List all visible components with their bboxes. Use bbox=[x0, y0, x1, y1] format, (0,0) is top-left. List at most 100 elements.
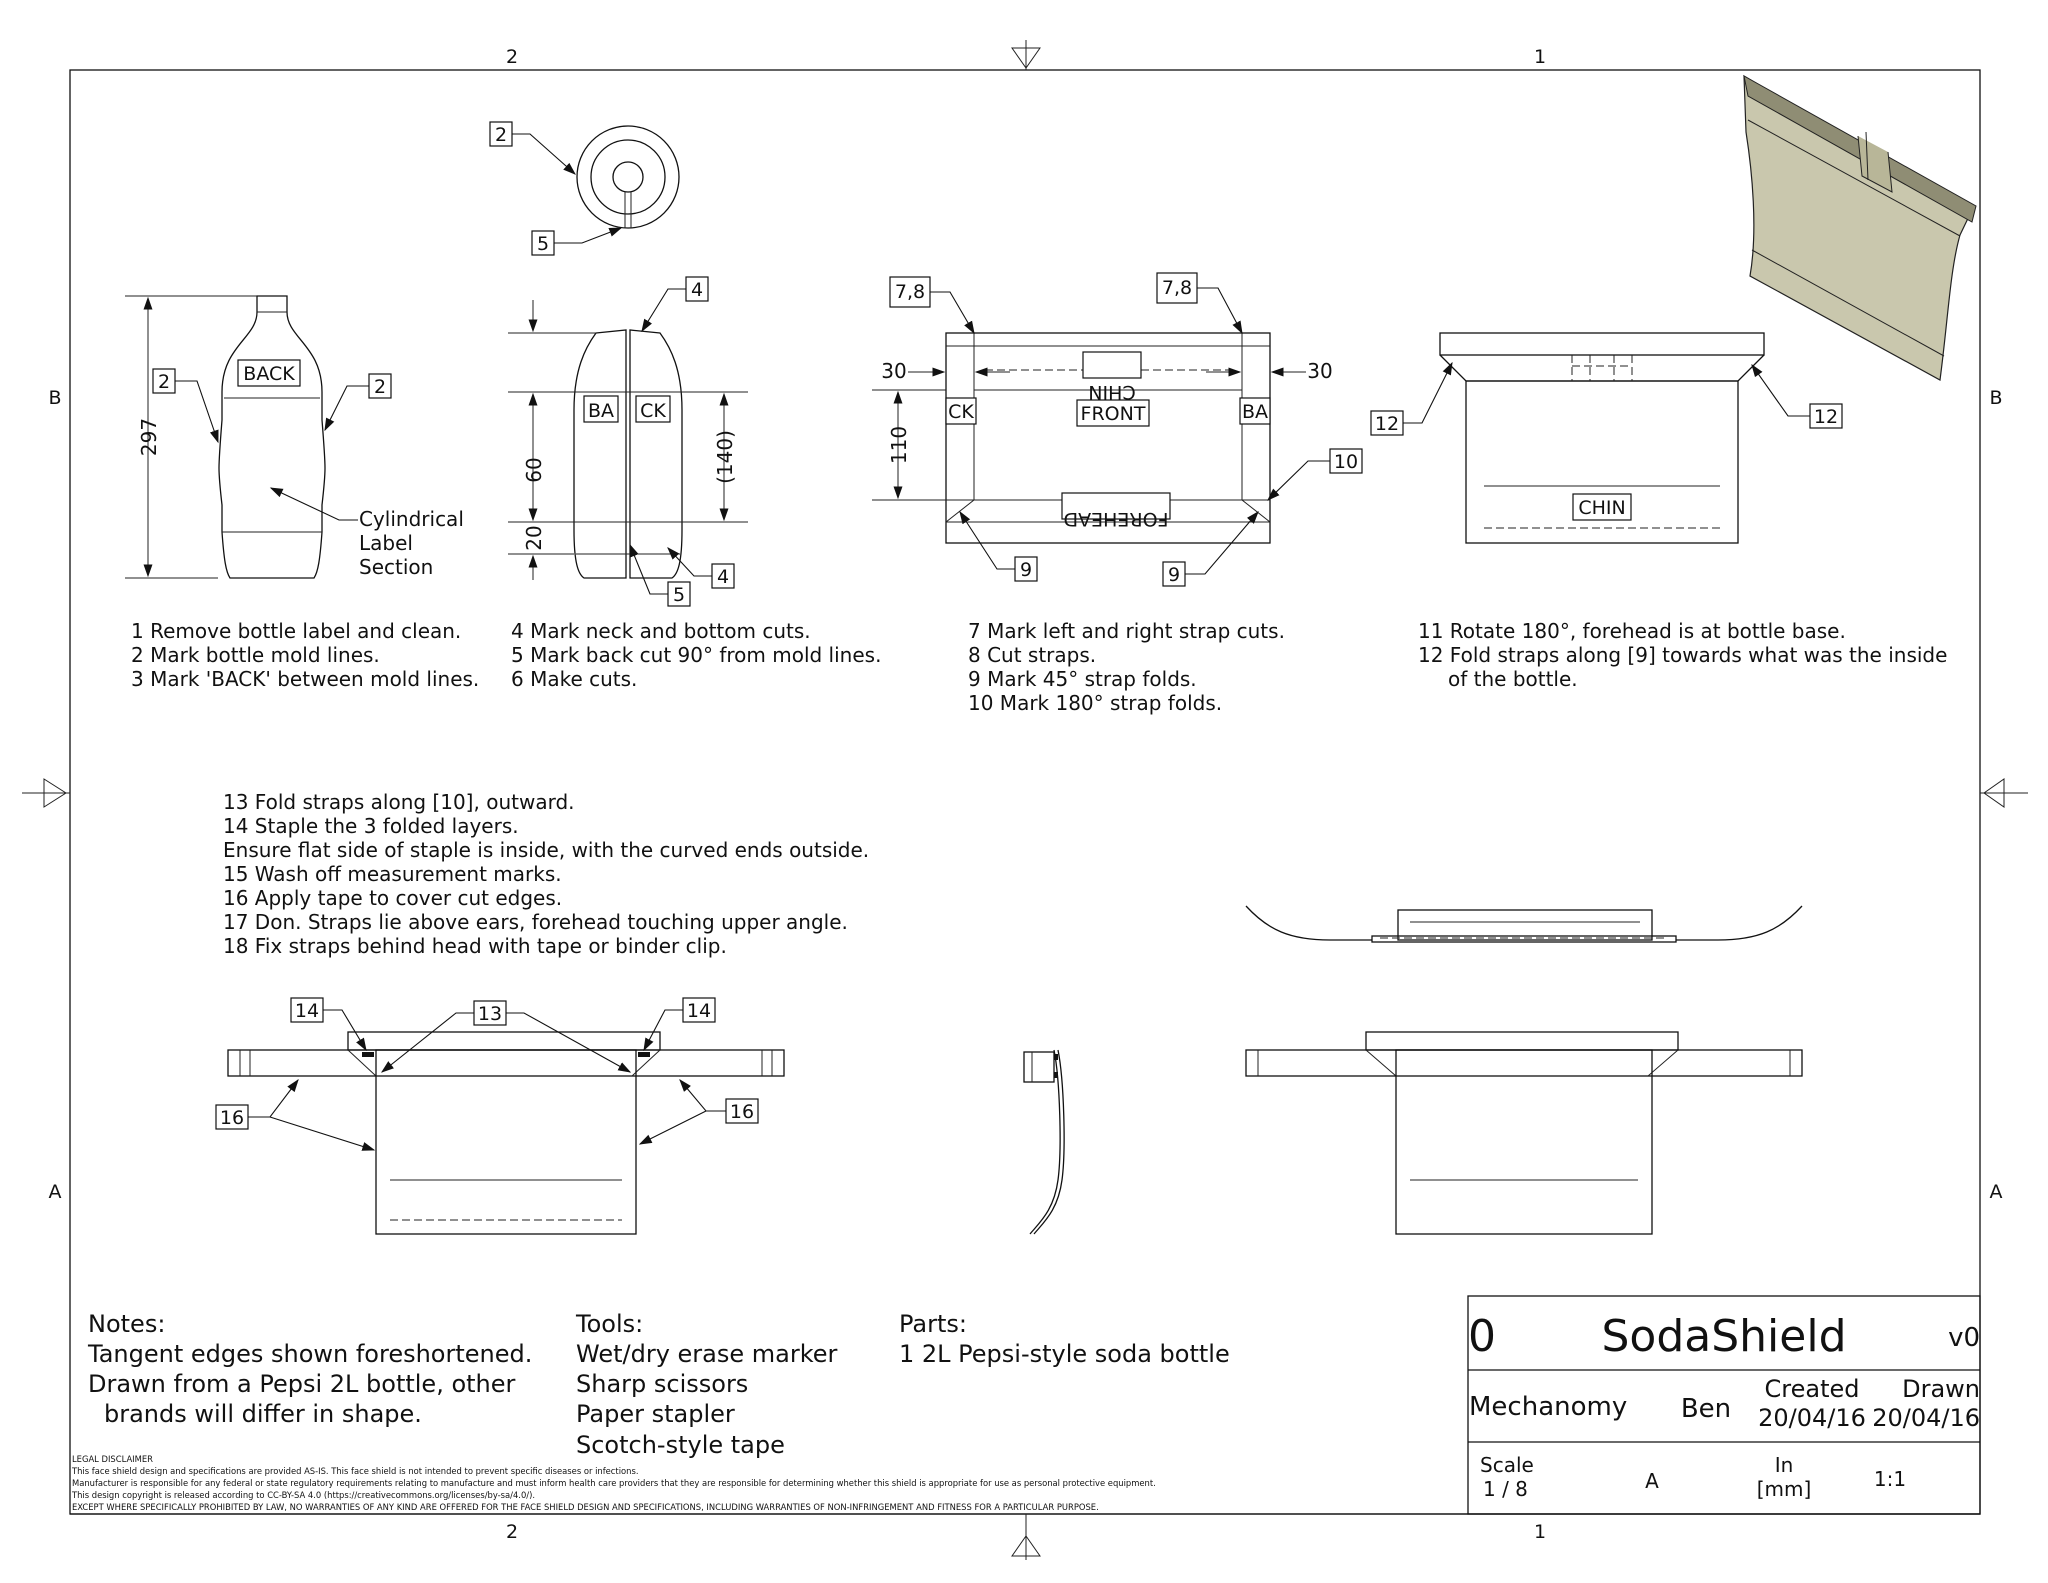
step-12: 12 Fold straps along [9] towards what wa… bbox=[1418, 643, 1947, 667]
assembled-top-view bbox=[1245, 905, 1803, 943]
drawing-number: 0 bbox=[1468, 1311, 1496, 1362]
parts-section: Parts: 1 2L Pepsi-style soda bottle bbox=[899, 1310, 1230, 1368]
step-12-cont: of the bottle. bbox=[1448, 667, 1578, 691]
callout-9-left: 9 bbox=[1020, 559, 1032, 581]
bottle-view: 297 BACK 2 2 Cylindrical Label Section bbox=[125, 295, 464, 579]
step-14: 14 Staple the 3 folded layers. bbox=[223, 814, 519, 838]
callout-2-right: 2 bbox=[374, 376, 386, 398]
step-6: 6 Make cuts. bbox=[511, 667, 637, 691]
ck-label-cylinder: CK bbox=[640, 400, 666, 422]
zone-row-b-left: B bbox=[48, 387, 61, 409]
tools-line-1: Wet/dry erase marker bbox=[576, 1340, 838, 1368]
callout-12-right: 12 bbox=[1814, 406, 1838, 428]
callout-14-right: 14 bbox=[687, 1000, 711, 1022]
step-17: 17 Don. Straps lie above ears, forehead … bbox=[223, 910, 848, 934]
dim-30-right: 30 bbox=[1307, 359, 1332, 383]
disclaimer-line-3: This design copyright is released accord… bbox=[71, 1490, 535, 1500]
drawn-date: 20/04/16 bbox=[1872, 1404, 1980, 1432]
parts-line-1: 1 2L Pepsi-style soda bottle bbox=[899, 1340, 1230, 1368]
callout-16-left: 16 bbox=[220, 1107, 244, 1129]
disclaimer-line-1: This face shield design and specificatio… bbox=[71, 1466, 638, 1476]
centering-mark-top bbox=[1011, 40, 1041, 70]
bottle-outline bbox=[218, 295, 326, 579]
tools-line-2: Sharp scissors bbox=[576, 1370, 748, 1398]
callout-78-left: 7,8 bbox=[895, 281, 925, 303]
callout-16-right: 16 bbox=[730, 1101, 754, 1123]
callout-13: 13 bbox=[478, 1003, 502, 1025]
step-2: 2 Mark bottle mold lines. bbox=[131, 643, 380, 667]
zone-row-a-right: A bbox=[1990, 1181, 2003, 1203]
callout-10: 10 bbox=[1334, 451, 1358, 473]
cylindrical-label-line2: Label bbox=[359, 531, 413, 555]
zone-col-2-bottom: 2 bbox=[506, 1521, 518, 1543]
steps-group-1: 1 Remove bottle label and clean. 2 Mark … bbox=[131, 619, 479, 691]
forehead-label-upside: FOREHEAD bbox=[1063, 508, 1168, 530]
units-line-1: In bbox=[1775, 1453, 1794, 1477]
callout-12-left: 12 bbox=[1375, 413, 1399, 435]
step-9: 9 Mark 45° strap folds. bbox=[968, 667, 1197, 691]
callout-14-left: 14 bbox=[295, 1000, 319, 1022]
zone-col-1-top: 1 bbox=[1534, 46, 1546, 68]
step-7: 7 Mark left and right strap cuts. bbox=[968, 619, 1285, 643]
step-3: 3 Mark 'BACK' between mold lines. bbox=[131, 667, 479, 691]
created-label: Created bbox=[1765, 1375, 1860, 1403]
print-ratio: 1:1 bbox=[1874, 1467, 1906, 1491]
step-10: 10 Mark 180° strap folds. bbox=[968, 691, 1222, 715]
step-15: 15 Wash off measurement marks. bbox=[223, 862, 562, 886]
steps-group-4: 11 Rotate 180°, forehead is at bottle ba… bbox=[1418, 619, 1947, 691]
scale-label: Scale bbox=[1480, 1453, 1534, 1477]
dim-30-left: 30 bbox=[881, 359, 906, 383]
ck-label-flat: CK bbox=[948, 401, 974, 423]
callout-5-cylinder: 5 bbox=[673, 584, 685, 606]
back-label-box bbox=[237, 359, 301, 387]
disclaimer-line-4: EXCEPT WHERE SPECIFICALLY PROHIBITED BY … bbox=[72, 1502, 1099, 1512]
company-name: Mechanomy bbox=[1469, 1392, 1627, 1422]
dim-140: (140) bbox=[713, 430, 737, 484]
centering-mark-right bbox=[1980, 778, 2028, 808]
front-label: FRONT bbox=[1081, 403, 1146, 425]
tools-line-4: Scotch-style tape bbox=[576, 1431, 785, 1459]
callout-5-ring: 5 bbox=[537, 233, 549, 255]
step-18: 18 Fix straps behind head with tape or b… bbox=[223, 934, 727, 958]
notes-line-2: Drawn from a Pepsi 2L bottle, other bbox=[88, 1370, 516, 1398]
chin-label-upside: CHIN bbox=[1088, 381, 1135, 403]
centering-mark-bottom bbox=[1011, 1514, 1041, 1560]
shield-3d-view bbox=[1743, 74, 1977, 381]
units-line-2: [mm] bbox=[1757, 1477, 1812, 1501]
steps-group-2: 4 Mark neck and bottom cuts. 5 Mark back… bbox=[511, 619, 881, 691]
ring-top-view: 2 5 bbox=[489, 121, 680, 256]
centering-mark-left bbox=[22, 778, 70, 808]
author-name: Ben bbox=[1681, 1394, 1731, 1424]
assembled-rear-view bbox=[1245, 1031, 1803, 1235]
step-8: 8 Cut straps. bbox=[968, 643, 1096, 667]
dim-20: 20 bbox=[522, 525, 546, 550]
dim-60: 60 bbox=[522, 457, 546, 482]
dim-110: 110 bbox=[887, 426, 911, 464]
steps-group-3: 7 Mark left and right strap cuts. 8 Cut … bbox=[968, 619, 1285, 715]
step-4: 4 Mark neck and bottom cuts. bbox=[511, 619, 811, 643]
disclaimer-heading: LEGAL DISCLAIMER bbox=[72, 1454, 153, 1464]
notes-line-3: brands will differ in shape. bbox=[104, 1400, 422, 1428]
step-11: 11 Rotate 180°, forehead is at bottle ba… bbox=[1418, 619, 1846, 643]
callout-4-top: 4 bbox=[691, 279, 703, 301]
notes-section: Notes: Tangent edges shown foreshortened… bbox=[87, 1310, 532, 1428]
notes-line-1: Tangent edges shown foreshortened. bbox=[87, 1340, 532, 1368]
step-14-note: Ensure flat side of staple is inside, wi… bbox=[223, 838, 869, 862]
disclaimer-line-2: Manufacturer is responsible for any fede… bbox=[72, 1478, 1156, 1488]
callout-78-right: 7,8 bbox=[1162, 277, 1192, 299]
parts-heading: Parts: bbox=[899, 1310, 967, 1338]
assembled-front-view: 14 14 13 16 16 bbox=[215, 997, 785, 1235]
created-date: 20/04/16 bbox=[1758, 1404, 1866, 1432]
tools-heading: Tools: bbox=[575, 1310, 643, 1338]
zone-col-1-bottom: 1 bbox=[1534, 1521, 1546, 1543]
sheet-size: A bbox=[1645, 1469, 1659, 1493]
folded-view: CHIN 12 12 bbox=[1370, 332, 1843, 544]
callout-2-left: 2 bbox=[158, 371, 170, 393]
chin-label-folded: CHIN bbox=[1578, 497, 1625, 519]
zone-row-b-right: B bbox=[1989, 387, 2002, 409]
cylindrical-label-line1: Cylindrical bbox=[359, 507, 464, 531]
callout-2-ring: 2 bbox=[495, 124, 507, 146]
step-5: 5 Mark back cut 90° from mold lines. bbox=[511, 643, 881, 667]
steps-group-5: 13 Fold straps along [10], outward. 14 S… bbox=[223, 790, 869, 958]
